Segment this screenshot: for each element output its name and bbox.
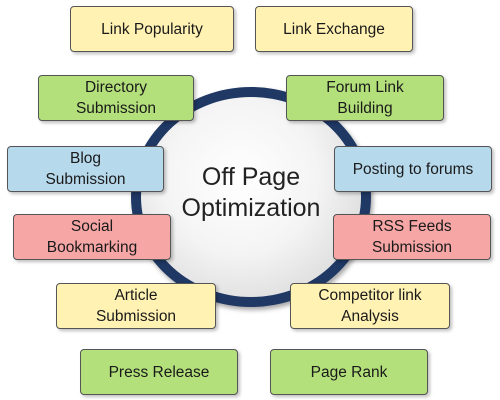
node-link-popularity: Link Popularity [70, 6, 234, 52]
hub-circle: Off Page Optimization [141, 97, 361, 297]
node-article-submission: Article Submission [56, 283, 216, 329]
node-blog-submission: Blog Submission [7, 146, 164, 192]
node-posting-to-forums: Posting to forums [334, 146, 492, 192]
hub-label: Off Page Optimization [181, 163, 321, 222]
node-competitor-link-analysis: Competitor link Analysis [290, 283, 450, 329]
node-social-bookmarking: Social Bookmarking [13, 214, 171, 260]
node-forum-link-building: Forum Link Building [286, 75, 444, 121]
node-page-rank: Page Rank [270, 349, 428, 395]
node-directory-submission: Directory Submission [38, 75, 194, 121]
node-link-exchange: Link Exchange [255, 6, 413, 52]
node-rss-feeds-submission: RSS Feeds Submission [333, 214, 491, 260]
node-press-release: Press Release [80, 349, 238, 395]
